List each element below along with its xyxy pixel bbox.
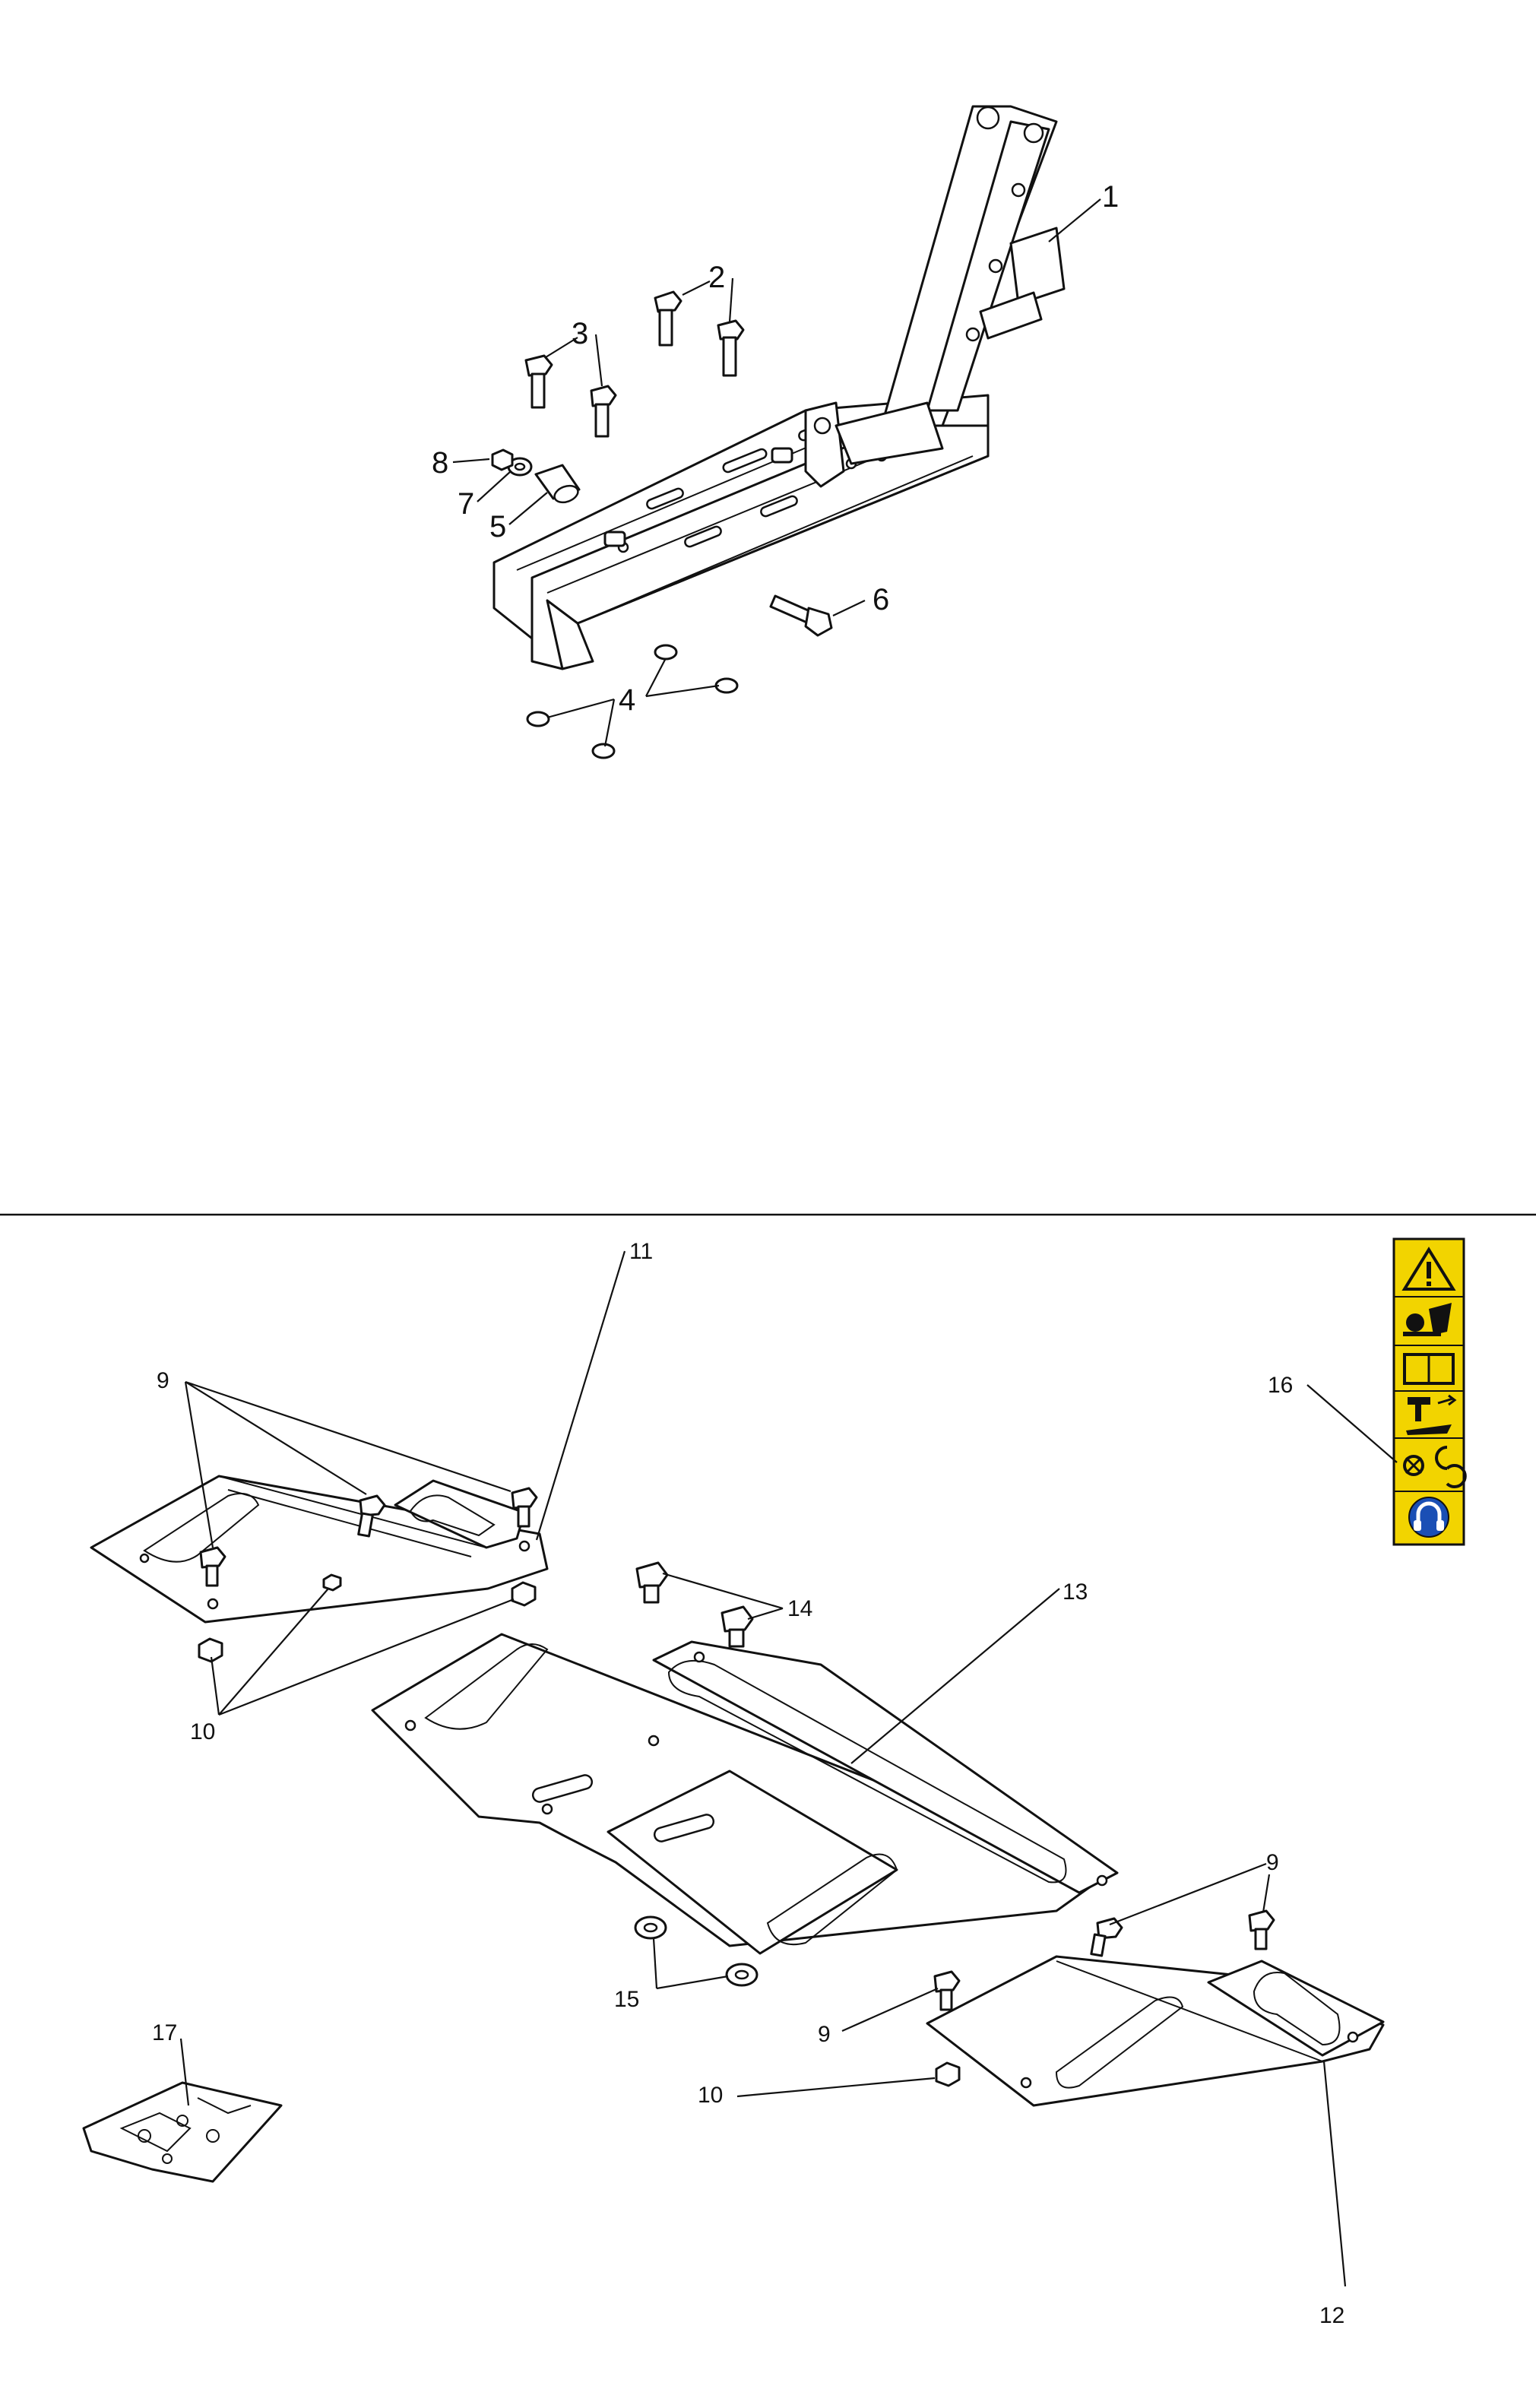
- callout-13: 13: [1063, 1579, 1088, 1605]
- center-shield-13: [371, 1633, 1119, 1955]
- callout-4: 4: [619, 683, 635, 717]
- spacer-5: [534, 464, 581, 504]
- hardware-bag-17: [82, 2081, 283, 2183]
- callout-14: 14: [787, 1596, 812, 1621]
- bolt-2a: [654, 290, 682, 347]
- callout-16: 16: [1268, 1373, 1293, 1398]
- leaders-upper: [452, 198, 1101, 747]
- rotating-blade-icon: [1403, 1303, 1452, 1336]
- callout-17: 17: [152, 2020, 177, 2045]
- hinge-plates: [804, 401, 944, 488]
- callout-11: 11: [629, 1239, 653, 1264]
- nut-8: [491, 448, 514, 471]
- callout-7: 7: [458, 487, 474, 521]
- callout-10-left: 10: [190, 1719, 215, 1744]
- callout-10-lower: 10: [698, 2083, 723, 2108]
- crush-hazard-icon: [1406, 1394, 1457, 1435]
- lower-assembly: 9 9 9 10 10 11 12 13 14 15 16 17: [82, 1237, 1467, 2328]
- bolt-2b: [717, 319, 745, 377]
- nuts-10: [198, 1573, 961, 2087]
- callout-1: 1: [1102, 180, 1119, 214]
- callout-9-lower: 9: [818, 2022, 831, 2047]
- flange-nuts-4: [526, 644, 739, 759]
- callout-15: 15: [614, 1987, 639, 2012]
- bolt-6: [769, 594, 833, 637]
- upright-arm: [880, 105, 1066, 427]
- upper-assembly: 1 2 3 4 5 6 7 8: [432, 105, 1119, 759]
- callout-6: 6: [873, 583, 889, 616]
- bolts-14: [635, 1561, 754, 1648]
- callout-9-left: 9: [157, 1368, 169, 1393]
- bolt-3b: [590, 385, 617, 438]
- entanglement-icon: [1403, 1446, 1467, 1488]
- callout-3: 3: [572, 317, 588, 350]
- read-manual-icon: [1403, 1353, 1455, 1385]
- left-shield-11: [90, 1475, 549, 1624]
- callout-9-right: 9: [1266, 1850, 1279, 1875]
- bolt-3a: [524, 354, 553, 409]
- ear-protection-icon: [1408, 1497, 1449, 1538]
- callout-8: 8: [432, 446, 448, 480]
- warning-triangle-icon: [1401, 1247, 1456, 1291]
- callout-12: 12: [1319, 2303, 1344, 2328]
- washers-15: [634, 1915, 758, 1987]
- right-shield-12: [926, 1955, 1385, 2107]
- safety-decal-16: [1392, 1237, 1467, 1546]
- leaders-lower: [179, 1250, 1398, 2287]
- callout-5: 5: [489, 510, 506, 543]
- callout-2: 2: [708, 261, 725, 294]
